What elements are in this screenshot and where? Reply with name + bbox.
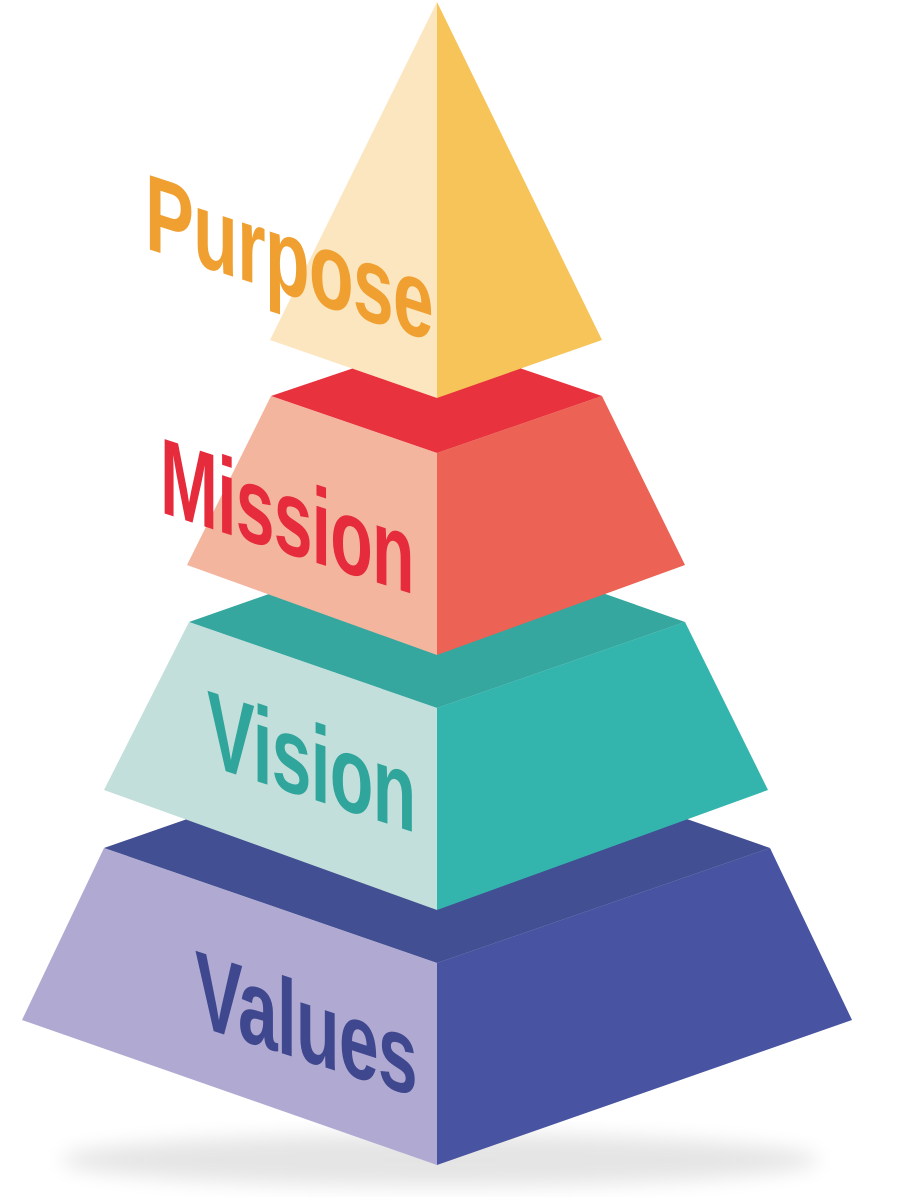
- values-left-face: [22, 848, 437, 1165]
- values-right-face: [437, 848, 852, 1165]
- vision-right-face: [437, 622, 768, 910]
- tier-purpose: [270, 2, 602, 398]
- mission-left-face: [187, 396, 437, 655]
- purpose-right-face: [437, 2, 602, 398]
- vision-left-face: [104, 622, 437, 910]
- purpose-left-face: [270, 2, 437, 398]
- mission-right-face: [437, 396, 685, 655]
